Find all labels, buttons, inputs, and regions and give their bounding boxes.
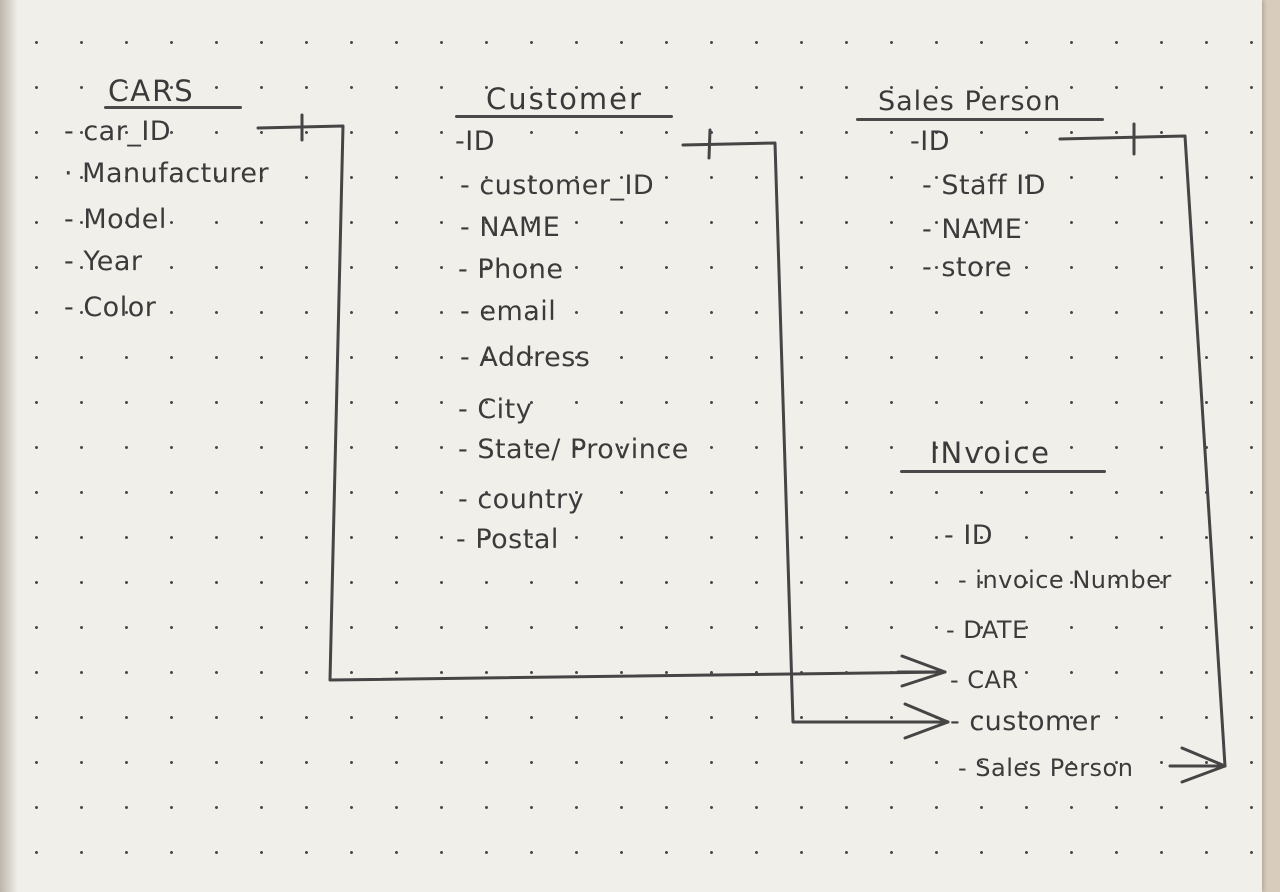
cars-attr-4: - Year — [64, 246, 143, 277]
salesperson-crowfoot-icon — [1174, 746, 1227, 784]
cars-title: CARS — [108, 74, 195, 108]
cars-title-underline — [104, 106, 242, 109]
invoice-attr-1: - ID — [944, 520, 994, 551]
salesperson-attr-1: -ID — [910, 126, 951, 157]
salesperson-to-invoice-line — [1058, 134, 1227, 768]
cars-attr-1: - car_ID — [64, 116, 172, 147]
invoice-attr-6: - Sales Person — [958, 754, 1134, 782]
invoice-attr-2: - invoice Number — [958, 566, 1172, 594]
customer-attr-3: - NAME — [460, 212, 561, 243]
salesperson-title: Sales Person — [878, 86, 1062, 117]
invoice-attr-3: - DATE — [946, 616, 1028, 644]
cars-attr-2: · Manufacturer — [64, 158, 270, 189]
customer-attr-6: - Address — [460, 342, 591, 373]
invoice-title-underline — [900, 470, 1106, 473]
customer-attr-4: - Phone — [458, 254, 564, 285]
salesperson-attr-3: - NAME — [922, 214, 1023, 245]
customer-attr-9: - country — [458, 484, 585, 515]
customer-attr-8: - State/ Province — [458, 434, 689, 465]
salesperson-attr-4: - store — [922, 252, 1013, 283]
cars-to-invoice-line — [256, 124, 947, 682]
cars-crowfoot-icon — [896, 654, 947, 688]
cars-attr-5: - Color — [64, 292, 157, 323]
customer-title-underline — [455, 115, 673, 118]
invoice-attr-5: - customer — [950, 706, 1101, 737]
customer-title: Customer — [486, 82, 643, 116]
customer-one-tick — [707, 128, 712, 160]
cars-attr-3: - Model — [64, 204, 167, 235]
invoice-title: INvoice — [930, 436, 1051, 470]
salesperson-title-underline — [856, 118, 1104, 121]
customer-attr-10: - Postal — [456, 524, 559, 555]
customer-attr-5: - email — [460, 296, 557, 327]
customer-crowfoot-icon — [898, 702, 950, 740]
customer-attr-1: -ID — [455, 126, 496, 157]
salesperson-attr-2: - Staff ID — [922, 170, 1046, 201]
customer-attr-2: - customer_ID — [460, 170, 655, 201]
invoice-attr-4: - CAR — [950, 666, 1019, 694]
customer-attr-7: - City — [458, 394, 533, 425]
customer-to-invoice-line — [681, 141, 950, 724]
